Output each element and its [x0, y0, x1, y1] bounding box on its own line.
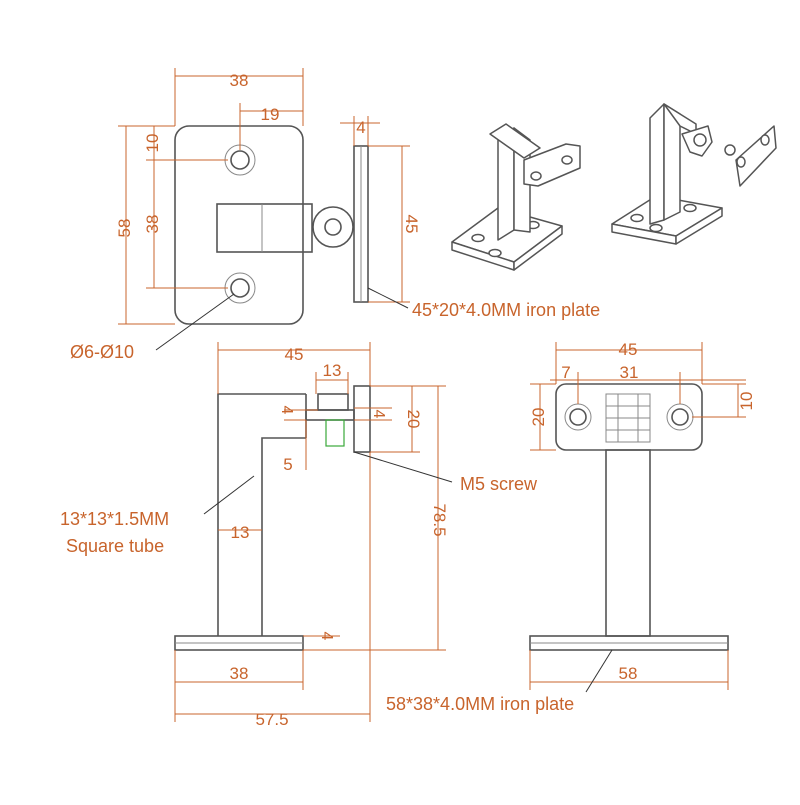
- dim-front-base-width: 58: [619, 664, 638, 683]
- dim-side-plate-20: 20: [404, 410, 423, 429]
- side-view-plate: [353, 385, 371, 453]
- weld-pattern: [605, 393, 651, 443]
- tube: [216, 203, 313, 253]
- isometric-views: [451, 103, 777, 271]
- dim-bracket-width: 13: [323, 361, 342, 380]
- base-plate-label: 58*38*4.0MM iron plate: [386, 694, 574, 714]
- tube-label-line2: Square tube: [66, 536, 164, 556]
- hinge: [312, 206, 354, 248]
- dim-front-top-offset: 10: [737, 392, 756, 411]
- dim-tube-size: 13: [231, 523, 250, 542]
- dim-top-width: 38: [230, 71, 249, 90]
- front-tube: [605, 449, 651, 637]
- dim-side-width: 45: [285, 345, 304, 364]
- front-view: 45 7 31 20 10 58 58*38*4.0MM iron plate: [386, 340, 756, 714]
- dim-front-left-offset: 7: [561, 363, 570, 382]
- dim-top-height: 58: [115, 219, 134, 238]
- dim-front-hole-spacing: 31: [620, 363, 639, 382]
- dim-total-height: 78.5: [430, 503, 449, 536]
- dim-front-width: 45: [619, 340, 638, 359]
- dim-small-b: 4: [370, 410, 387, 419]
- iso-bracket-right: [611, 103, 777, 245]
- iso-bracket-left: [451, 123, 581, 271]
- mounting-plate: [174, 125, 304, 325]
- dim-small-a: 4: [278, 406, 295, 415]
- dim-offset-5: 5: [283, 455, 292, 474]
- dim-hole-offset: 19: [261, 105, 280, 124]
- side-view: 45 13 4 4 20 5 78.5 4 13: [60, 342, 538, 729]
- tube-label-line1: 13*13*1.5MM: [60, 509, 169, 529]
- side-plate-label: 45*20*4.0MM iron plate: [412, 300, 600, 320]
- dim-top-offset: 10: [143, 134, 162, 153]
- dim-front-plate-height: 20: [529, 408, 548, 427]
- dim-base-thickness: 4: [318, 632, 335, 641]
- screw-label: M5 screw: [460, 474, 538, 494]
- upper-hole: [230, 150, 250, 170]
- top-view: 38 19 4 58 10 38 45 Ø6-Ø10 45*20*4.0MM i…: [70, 68, 600, 362]
- dim-plate-thickness: 4: [356, 118, 365, 137]
- dim-side-plate-height: 45: [402, 215, 421, 234]
- dim-base-inner: 38: [230, 664, 249, 683]
- screw-head: [317, 393, 349, 411]
- screw-shaft: [325, 419, 345, 447]
- lower-hole: [230, 278, 250, 298]
- dim-base-total: 57.5: [255, 710, 288, 729]
- hole-diameter-label: Ø6-Ø10: [70, 342, 134, 362]
- dim-hole-spacing: 38: [143, 215, 162, 234]
